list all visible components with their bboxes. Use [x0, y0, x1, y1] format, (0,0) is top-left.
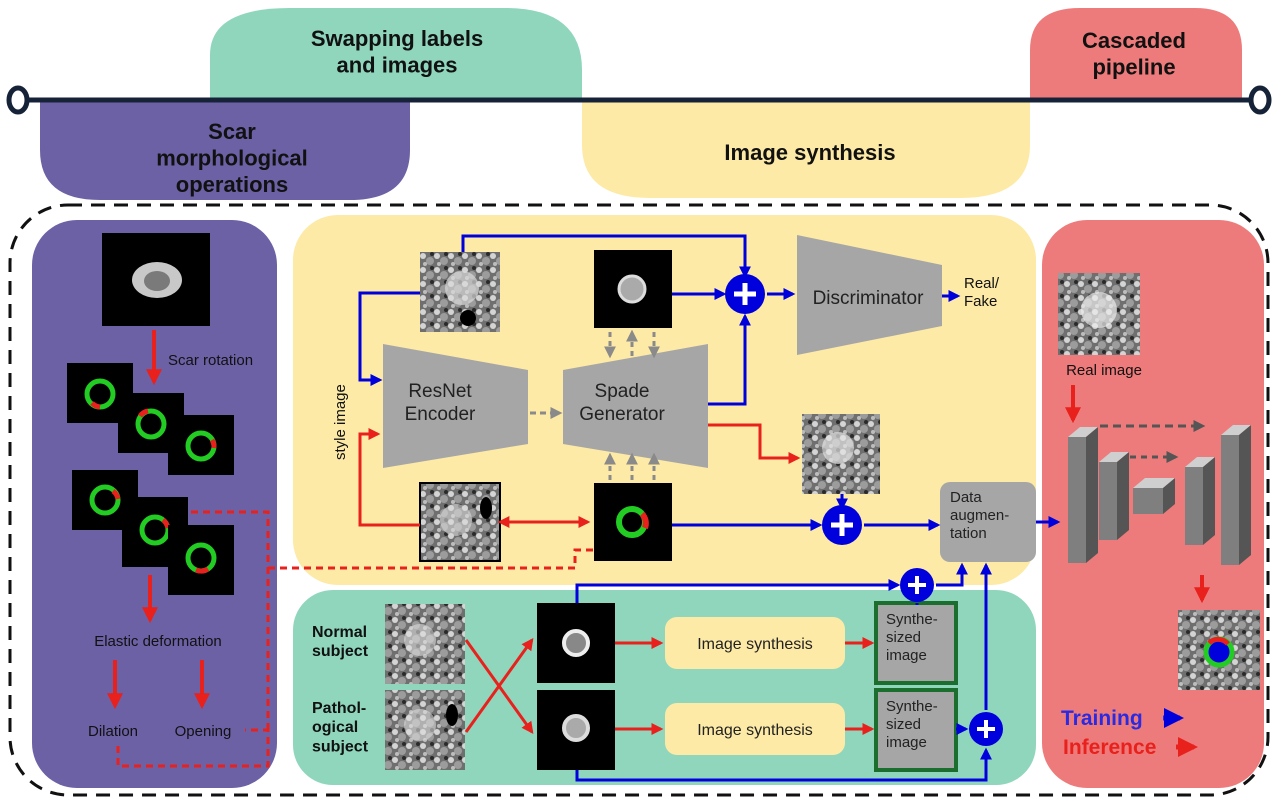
unet-decoder-2	[1221, 435, 1239, 565]
opening-label: Opening	[175, 723, 232, 740]
timeline-synthesis-bubble	[582, 100, 1030, 198]
timeline-cascade-bubble	[1030, 8, 1242, 100]
scar-operations: Scar rotation Elastic deformation Dilati…	[67, 233, 253, 740]
rotated-mask-6	[168, 525, 234, 595]
unet-decoder-1	[1185, 467, 1203, 545]
data-augmentation-box	[940, 482, 1036, 562]
synthesized-image-box-2	[874, 688, 958, 772]
synthesis-stage-label: Image synthesis	[724, 140, 895, 165]
spade-generator-block	[563, 344, 708, 468]
unet-encoder-1	[1068, 437, 1086, 563]
image-synthesis-label-2: Image synthesis	[697, 722, 813, 739]
real-image-label: Real image	[1066, 362, 1142, 379]
timeline-end-cap	[1248, 85, 1272, 115]
discriminator-block	[797, 235, 942, 355]
resnet-encoder-block	[383, 344, 528, 468]
unet-encoder-2	[1099, 462, 1117, 540]
scar-rotation-label: Scar rotation	[168, 352, 253, 369]
pipeline-frame	[8, 203, 1270, 797]
cascaded-network: Real image Training Inference	[1058, 273, 1260, 759]
morph-feedback-path	[116, 510, 598, 768]
image-synthesis-label-1: Image synthesis	[697, 636, 813, 653]
style-image-label: style image	[332, 384, 349, 460]
timeline-start-cap	[6, 85, 30, 115]
rotated-mask-3	[168, 415, 234, 475]
scar-label-image	[594, 483, 672, 561]
real-fake-label: Real/Fake	[964, 275, 1000, 310]
unet-bottleneck	[1133, 488, 1163, 514]
image-synthesis-block-1	[665, 617, 845, 669]
training-legend: Training	[1061, 707, 1143, 730]
swap-panel	[293, 590, 1036, 785]
inference-legend: Inference	[1063, 736, 1156, 759]
dilation-label: Dilation	[88, 723, 138, 740]
discriminator-label: Discriminator	[813, 288, 925, 309]
elastic-deformation-label: Elastic deformation	[94, 633, 222, 650]
image-synthesis-block-2	[665, 703, 845, 755]
timeline-swap-bubble	[210, 8, 582, 100]
timeline-scar-bubble	[40, 100, 410, 200]
